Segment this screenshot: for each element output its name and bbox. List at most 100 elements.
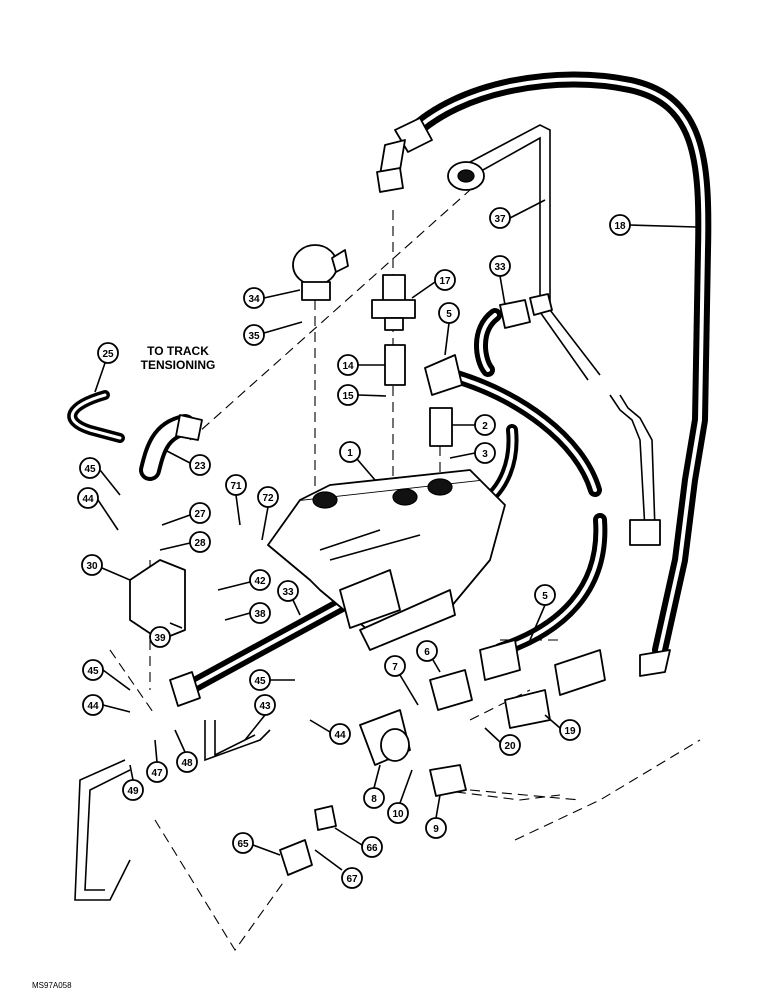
callout-42: 42 — [217, 569, 271, 591]
callout-30: 30 — [81, 554, 131, 581]
callout-33-a: 33 — [489, 255, 511, 306]
svg-text:33: 33 — [282, 587, 294, 598]
svg-text:39: 39 — [154, 633, 166, 644]
svg-text:47: 47 — [151, 768, 163, 779]
svg-text:43: 43 — [259, 701, 271, 712]
fitting-17 — [371, 274, 416, 331]
tube-49 — [74, 759, 131, 901]
svg-text:33: 33 — [494, 262, 506, 273]
svg-text:5: 5 — [542, 591, 548, 602]
callout-45-c: 45 — [249, 669, 295, 691]
svg-text:38: 38 — [254, 609, 266, 620]
callout-10: 10 — [387, 769, 413, 824]
callout-9: 9 — [425, 794, 447, 839]
svg-text:37: 37 — [494, 214, 506, 225]
fitting-9 — [429, 764, 467, 797]
svg-text:23: 23 — [194, 461, 206, 472]
callout-34: 34 — [243, 287, 301, 309]
fitting-6 — [429, 669, 473, 711]
svg-text:14: 14 — [342, 361, 354, 372]
callout-43: 43 — [244, 694, 276, 741]
callout-45-b: 45 — [82, 659, 131, 691]
fitting-30 — [129, 559, 186, 641]
svg-text:72: 72 — [262, 493, 274, 504]
svg-text:45: 45 — [87, 666, 99, 677]
callout-38: 38 — [224, 602, 271, 624]
valve-body-1 — [267, 469, 506, 651]
callout-20: 20 — [484, 727, 521, 756]
callout-45-a: 45 — [79, 457, 121, 496]
svg-text:44: 44 — [334, 730, 346, 741]
hose-33-upper — [474, 293, 553, 377]
hose-33-lower — [169, 592, 358, 707]
svg-text:2: 2 — [482, 421, 488, 432]
callout-5-a: 5 — [438, 302, 460, 356]
note-line: TENSIONING — [141, 358, 216, 372]
svg-text:49: 49 — [127, 786, 139, 797]
svg-text:17: 17 — [439, 276, 451, 287]
callout-15: 15 — [337, 384, 387, 406]
callout-2: 2 — [452, 414, 496, 436]
svg-text:44: 44 — [87, 701, 99, 712]
svg-text:44: 44 — [82, 494, 94, 505]
callout-8: 8 — [363, 764, 385, 809]
callout-25: 25 — [94, 342, 119, 393]
svg-text:48: 48 — [181, 758, 193, 769]
callout-33-b: 33 — [277, 580, 301, 616]
svg-text:8: 8 — [371, 794, 377, 805]
svg-text:6: 6 — [424, 647, 430, 658]
svg-text:3: 3 — [482, 449, 488, 460]
callout-72: 72 — [257, 486, 279, 541]
callout-66: 66 — [334, 827, 383, 858]
svg-text:27: 27 — [194, 509, 206, 520]
hose-23 — [139, 414, 203, 481]
hose-5-upper — [424, 354, 602, 497]
svg-text:34: 34 — [248, 294, 260, 305]
callout-35: 35 — [243, 321, 303, 346]
fitting-65 — [279, 839, 313, 876]
fitting-14 — [384, 344, 406, 386]
callout-3: 3 — [449, 442, 496, 464]
fitting-8 — [359, 709, 411, 766]
callout-65: 65 — [232, 832, 281, 856]
tube-37 — [447, 124, 661, 546]
svg-text:42: 42 — [254, 576, 266, 587]
svg-text:5: 5 — [446, 309, 452, 320]
svg-text:19: 19 — [564, 726, 576, 737]
svg-text:67: 67 — [346, 874, 358, 885]
svg-text:71: 71 — [230, 481, 242, 492]
svg-text:15: 15 — [342, 391, 354, 402]
callout-49: 49 — [122, 764, 144, 801]
callout-44-c: 44 — [309, 719, 351, 745]
callout-14: 14 — [337, 354, 385, 376]
hose-25 — [67, 390, 125, 443]
callout-37: 37 — [489, 199, 546, 229]
svg-text:7: 7 — [392, 662, 398, 673]
callout-19: 19 — [544, 714, 581, 741]
callout-44-b: 44 — [82, 694, 131, 716]
svg-text:28: 28 — [194, 538, 206, 549]
callout-27: 27 — [161, 502, 211, 526]
fitting-66 — [314, 805, 337, 831]
callout-47: 47 — [146, 739, 168, 783]
svg-text:25: 25 — [102, 349, 114, 360]
hose-5-lower — [479, 513, 608, 681]
callout-23: 23 — [164, 449, 211, 476]
fitting-34 — [292, 244, 349, 301]
callout-39: 39 — [149, 622, 183, 648]
callout-5-b: 5 — [529, 584, 556, 641]
note-line: TO TRACK — [147, 344, 209, 358]
svg-text:66: 66 — [366, 843, 378, 854]
svg-text:9: 9 — [433, 824, 439, 835]
callout-44-a: 44 — [77, 487, 119, 531]
svg-text:20: 20 — [504, 741, 516, 752]
svg-text:30: 30 — [86, 561, 98, 572]
callout-48: 48 — [174, 729, 198, 773]
hose-18 — [376, 71, 712, 696]
svg-text:65: 65 — [237, 839, 249, 850]
svg-text:10: 10 — [392, 809, 404, 820]
image-code: MS97A058 — [32, 981, 72, 990]
callout-6: 6 — [416, 640, 441, 673]
svg-text:35: 35 — [248, 331, 260, 342]
